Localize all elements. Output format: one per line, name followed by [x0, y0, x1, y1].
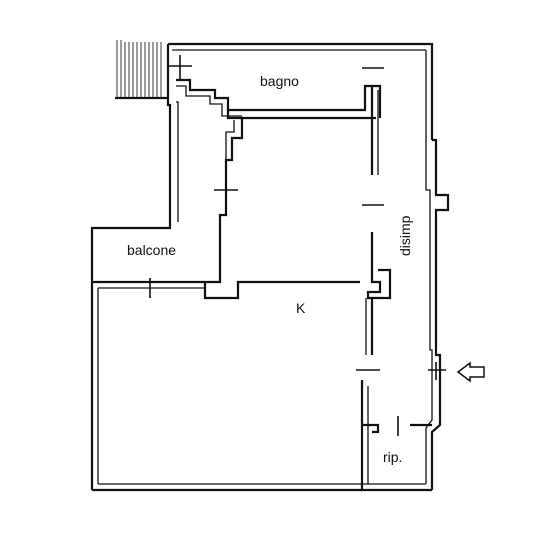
room-label-rip: rip.: [383, 449, 402, 465]
central-wall: [203, 110, 376, 300]
disimp-walls: [356, 86, 392, 371]
arrow-left-icon: [456, 361, 485, 383]
room-label-k: K: [296, 300, 306, 316]
rip-walls: [360, 380, 432, 490]
door-markers: [149, 55, 446, 380]
room-label-balcone: balcone: [127, 242, 176, 258]
room-label-disimp: disimp: [397, 215, 413, 256]
exterior-hatch: [115, 40, 168, 100]
room-label-bagno: bagno: [260, 73, 299, 89]
balcone-walls: [91, 228, 205, 289]
bagno-walls: [176, 67, 384, 118]
